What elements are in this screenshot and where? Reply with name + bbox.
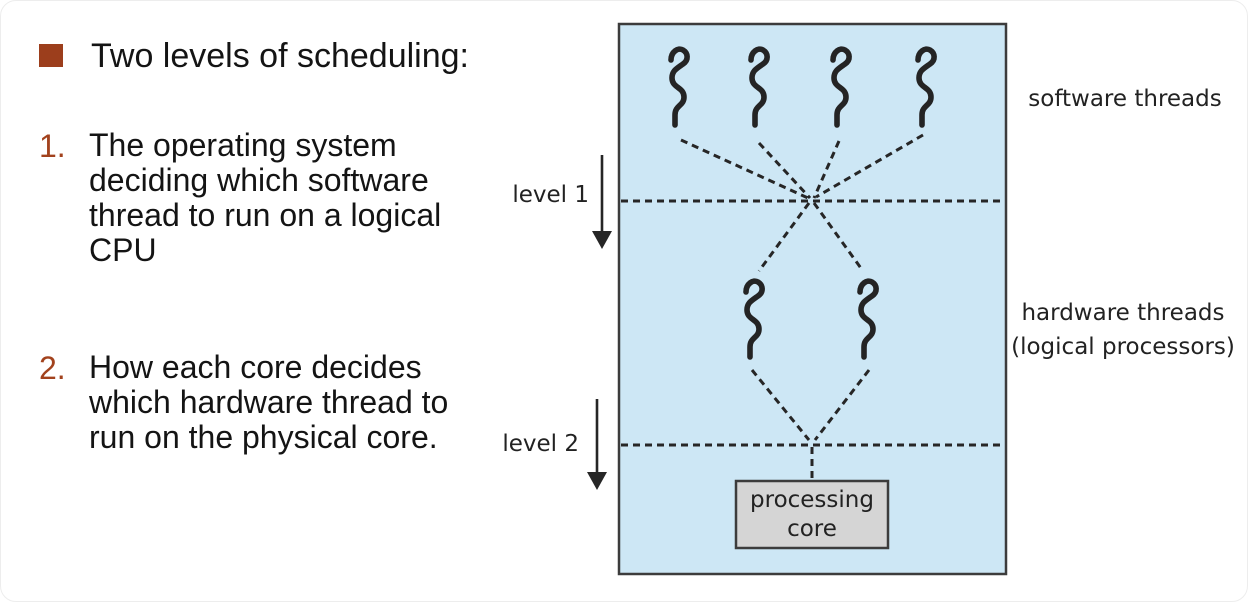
processing-core-box	[734, 479, 890, 550]
arrowhead-down-icon	[587, 472, 607, 490]
hardware-threads-label: hardware threads (logical processors)	[1005, 296, 1241, 364]
mapping-line	[812, 202, 865, 272]
hardware-threads-label-line1: hardware threads	[1021, 300, 1225, 326]
list-item-2: How each core decides which hardware thr…	[89, 349, 449, 455]
mapping-line	[757, 141, 812, 200]
mapping-line	[757, 202, 811, 272]
mapping-line	[815, 133, 924, 199]
list-number-1: 1.	[39, 128, 66, 164]
processing-core-label: processing core	[750, 486, 874, 542]
level2-label: level 2	[502, 431, 579, 457]
level1-label: level 1	[512, 182, 589, 208]
slide-heading: Two levels of scheduling:	[91, 37, 469, 75]
list-number-2: 2.	[39, 350, 66, 386]
mapping-line	[750, 369, 811, 441]
arrowhead-down-icon	[592, 231, 612, 249]
list-item-1: The operating system deciding which soft…	[89, 127, 442, 268]
hardware-threads-label-line2: (logical processors)	[1011, 334, 1235, 360]
mapping-line	[813, 369, 871, 441]
level1-arrow	[592, 155, 612, 249]
software-threads-label: software threads	[1028, 86, 1222, 112]
bullet-square-icon	[39, 44, 63, 67]
level2-arrow	[587, 399, 607, 490]
dashed-lines-group	[621, 133, 1005, 479]
mapping-line	[812, 140, 841, 199]
